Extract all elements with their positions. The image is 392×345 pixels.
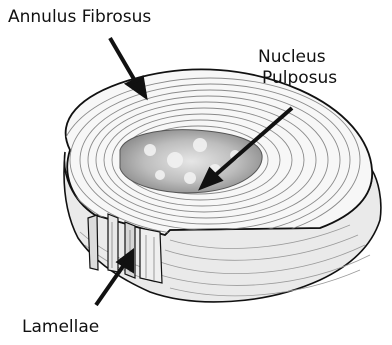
label-nucleus-line1: Nucleus [258,47,326,67]
label-annulus-fibrosus: Annulus Fibrosus [8,7,151,27]
label-nucleus-line2: Pulposus [262,68,337,88]
label-lamellae: Lamellae [22,317,99,337]
